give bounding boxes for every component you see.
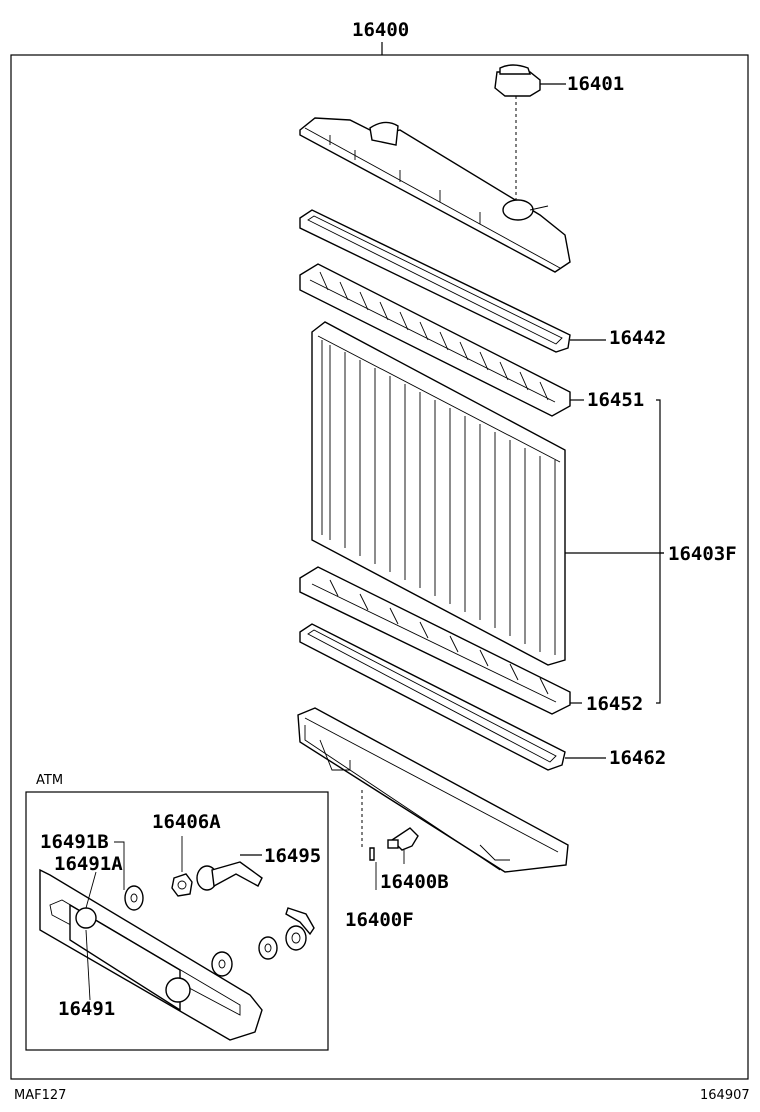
label-16491A: 16491A [54,853,123,875]
label-16406A: 16406A [152,811,221,833]
lower-tank-icon [297,707,569,873]
footer-left: MAF127 [14,1088,66,1103]
label-16462: 16462 [609,747,666,769]
upper-gasket-icon [299,209,606,353]
lower-gasket-icon [299,623,606,771]
label-16442: 16442 [609,327,666,349]
elbow-fitting-icon [285,907,315,951]
radiator-core-icon [311,321,664,666]
washer-icon [211,936,278,977]
core-bracket [656,399,661,704]
radiator-cap-icon [494,64,566,200]
label-16401: 16401 [567,73,624,95]
grommet-icon [124,885,144,911]
label-16451: 16451 [587,389,644,411]
label-16452: 16452 [586,693,643,715]
drain-cock-icon [361,790,419,890]
upper-plate-icon [299,263,584,417]
inset-title: ATM [36,773,63,788]
label-16491: 16491 [58,998,115,1020]
label-16400F: 16400F [345,909,414,931]
footer-right: 164907 [700,1088,750,1103]
nut-icon [171,836,193,897]
label-16400: 16400 [352,19,409,41]
label-16400B: 16400B [380,871,449,893]
label-16403F: 16403F [668,543,737,565]
label-16491B: 16491B [40,831,109,853]
oil-cooler-icon [39,868,263,1041]
atm-inset-frame [25,791,329,1051]
upper-tank-icon [299,117,571,273]
drain-plug-icon [369,847,375,861]
lower-plate-icon [299,566,582,715]
outer-frame [10,54,749,1080]
label-16495: 16495 [264,845,321,867]
hose-icon [196,854,263,891]
